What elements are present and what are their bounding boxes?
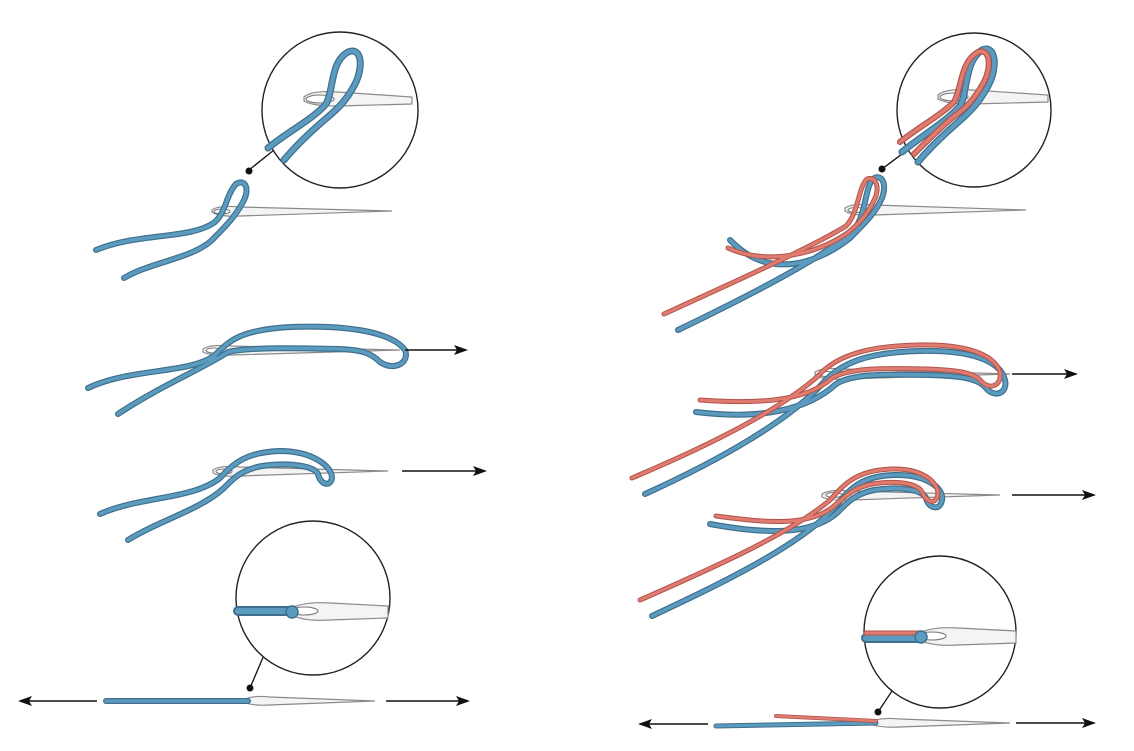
needle-icon	[242, 695, 376, 706]
step-1-double	[661, 32, 1052, 333]
step-3-double	[637, 466, 1096, 619]
step-2-single	[85, 323, 468, 417]
magnifier-inset-icon	[896, 32, 1052, 188]
magnifier-inset-icon	[261, 31, 419, 189]
step-1-single	[93, 31, 419, 281]
step-4-single	[18, 520, 470, 706]
panel-single-thread	[18, 31, 487, 706]
step-2-double	[629, 342, 1078, 497]
needle-icon	[869, 717, 1011, 728]
magnifier-inset-icon	[233, 520, 391, 676]
magnifier-inset-icon	[861, 555, 1017, 709]
step-4-double	[638, 555, 1096, 729]
panel-double-thread	[629, 32, 1096, 729]
blue-thread-strand	[93, 179, 250, 281]
step-3-single	[97, 448, 487, 543]
